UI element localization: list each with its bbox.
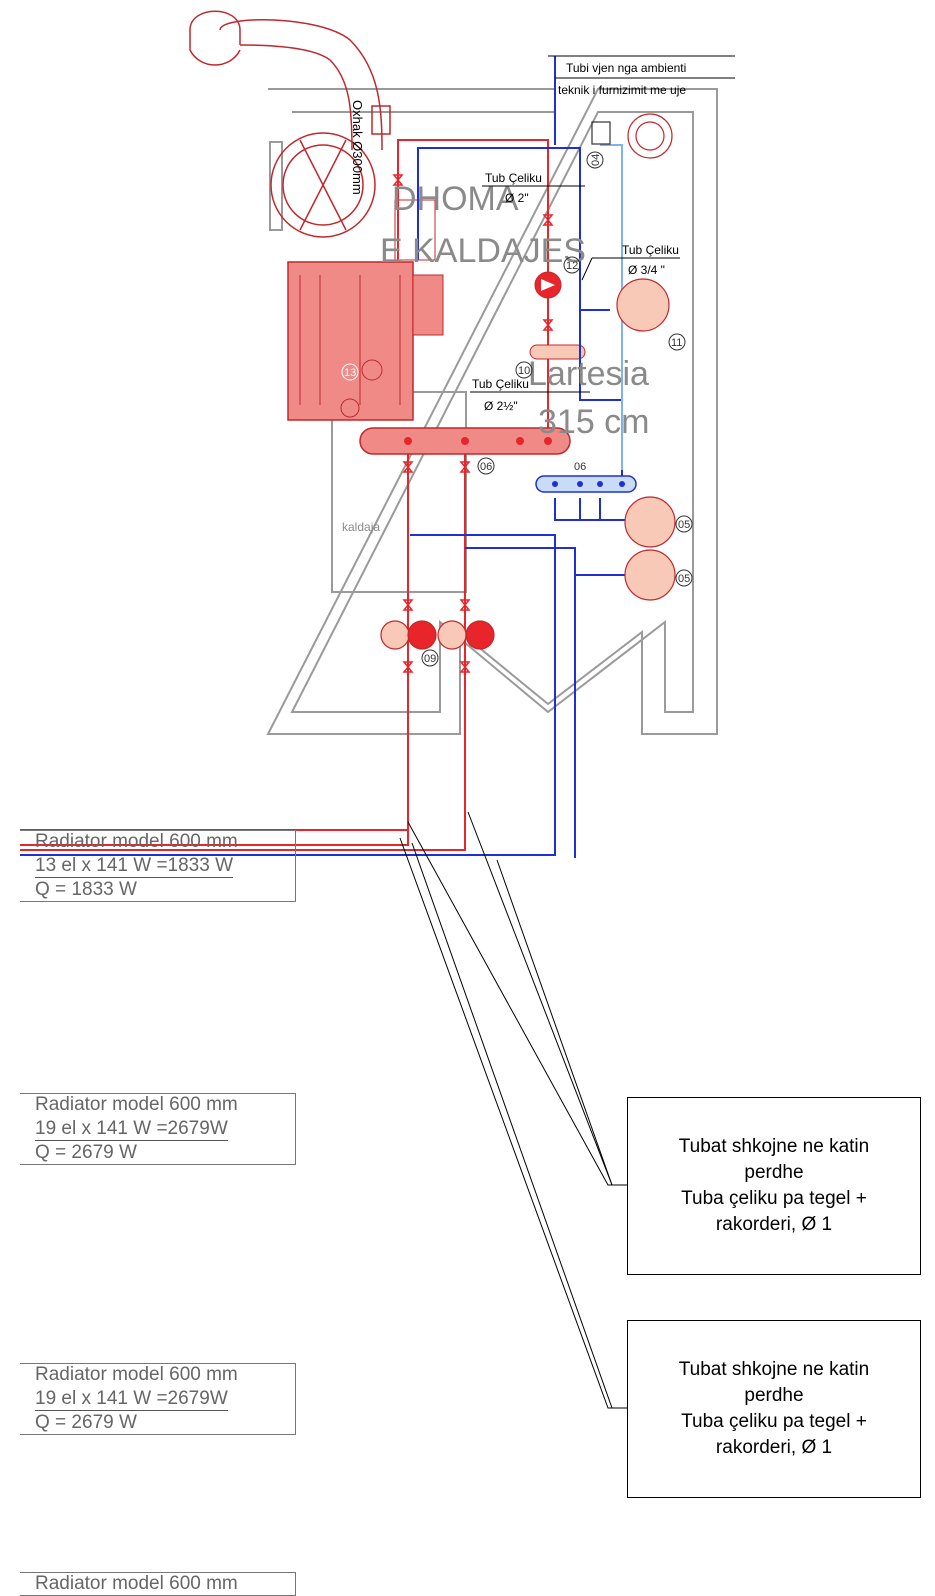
radiator-calc: 13 el x 141 W =1833 W <box>35 855 234 878</box>
supply-note-line2: teknik i furnizimit me uje <box>558 83 686 97</box>
callout-leaders <box>399 811 628 1409</box>
expansion-tanks <box>616 278 676 601</box>
pipe-label-leaders <box>470 55 735 393</box>
pipe-label-2-size: Ø 3/4 " <box>628 263 665 277</box>
circulation-pumps <box>380 620 495 650</box>
radiator-total: Q = 2679 W <box>35 1412 137 1433</box>
radiator-calc: 19 el x 141 W =2679W <box>35 1118 228 1141</box>
water-supply-pipe <box>600 144 623 470</box>
chimney-label: Oxhak Ø300mm <box>350 100 365 195</box>
equipment-number: 12 <box>566 260 578 272</box>
cold-header <box>535 475 637 493</box>
room-title-line2: E KALDAJES <box>380 232 586 270</box>
equipment-number: 06 <box>574 461 586 473</box>
callout-line: Tuba çeliku pa tegel + <box>681 1411 867 1432</box>
radiator-box-3: Radiator model 600 mm 19 el x 141 W =267… <box>20 1363 296 1435</box>
water-meter <box>591 113 673 159</box>
room-height-line2: 315 cm <box>538 403 650 441</box>
room-title-line1: DHOMA <box>392 180 519 218</box>
room-height-line1: Lartesia <box>528 355 649 393</box>
boiler-outline <box>331 391 467 593</box>
equipment-number: 13 <box>344 367 356 379</box>
equipment-numbers: 04 12 11 10 13 06 06 05 05 09 <box>341 151 693 667</box>
pipe-label-2-title: Tub Çeliku <box>622 243 679 257</box>
radiator-box-1: Radiator model 600 mm 13 el x 141 W =183… <box>20 830 296 902</box>
boiler-label: kaldaja <box>342 520 380 534</box>
radiator-total: Q = 2679 W <box>35 1142 137 1163</box>
manifold-10 <box>529 344 586 360</box>
pipe-label-3-size: Ø 2½" <box>484 399 518 413</box>
pipe-label-1-title: Tub Çeliku <box>485 171 542 185</box>
callout-box-2: Tubat shkojne ne katin perdhe Tuba çelik… <box>627 1320 921 1498</box>
equipment-number: 05 <box>678 519 690 531</box>
radiator-model: Radiator model 600 mm <box>35 1573 238 1594</box>
radiator-box-4: Radiator model 600 mm <box>20 1572 296 1596</box>
equipment-number: 09 <box>424 653 436 665</box>
radiator-box-2: Radiator model 600 mm 19 el x 141 W =267… <box>20 1093 296 1165</box>
radiator-model: Radiator model 600 mm <box>35 1364 238 1385</box>
callout-line: perdhe <box>744 1162 804 1183</box>
callout-line: Tubat shkojne ne katin <box>678 1136 870 1157</box>
room-titles: DHOMA E KALDAJES Lartesia 315 cm <box>380 180 650 441</box>
radiator-total: Q = 1833 W <box>35 879 137 900</box>
callout-line: Tubat shkojne ne katin <box>678 1359 870 1380</box>
callout-box-1: Tubat shkojne ne katin perdhe Tuba çelik… <box>627 1097 921 1275</box>
radiator-model: Radiator model 600 mm <box>35 1094 238 1115</box>
equipment-number: 04 <box>590 154 602 166</box>
equipment-number: 11 <box>671 337 682 349</box>
callout-line: perdhe <box>744 1385 804 1406</box>
chimney <box>189 10 391 238</box>
equipment-number: 06 <box>480 461 492 473</box>
equipment-number: 10 <box>518 365 530 377</box>
pipe-label-1-size: Ø 2" <box>505 191 529 205</box>
radiator-calc: 19 el x 141 W =2679W <box>35 1388 228 1411</box>
callout-line: rakorderi, Ø 1 <box>715 1214 833 1235</box>
equipment-number: 05 <box>678 573 690 585</box>
radiator-model: Radiator model 600 mm <box>35 831 238 852</box>
callout-line: Tuba çeliku pa tegel + <box>681 1188 867 1209</box>
pipe-label-3-title: Tub Çeliku <box>472 377 529 391</box>
boiler-unit <box>287 199 444 421</box>
callout-line: rakorderi, Ø 1 <box>715 1437 833 1458</box>
room-walls <box>266 88 718 735</box>
valves-red <box>392 174 554 673</box>
supply-note-line1: Tubi vjen nga ambienti <box>566 61 686 75</box>
